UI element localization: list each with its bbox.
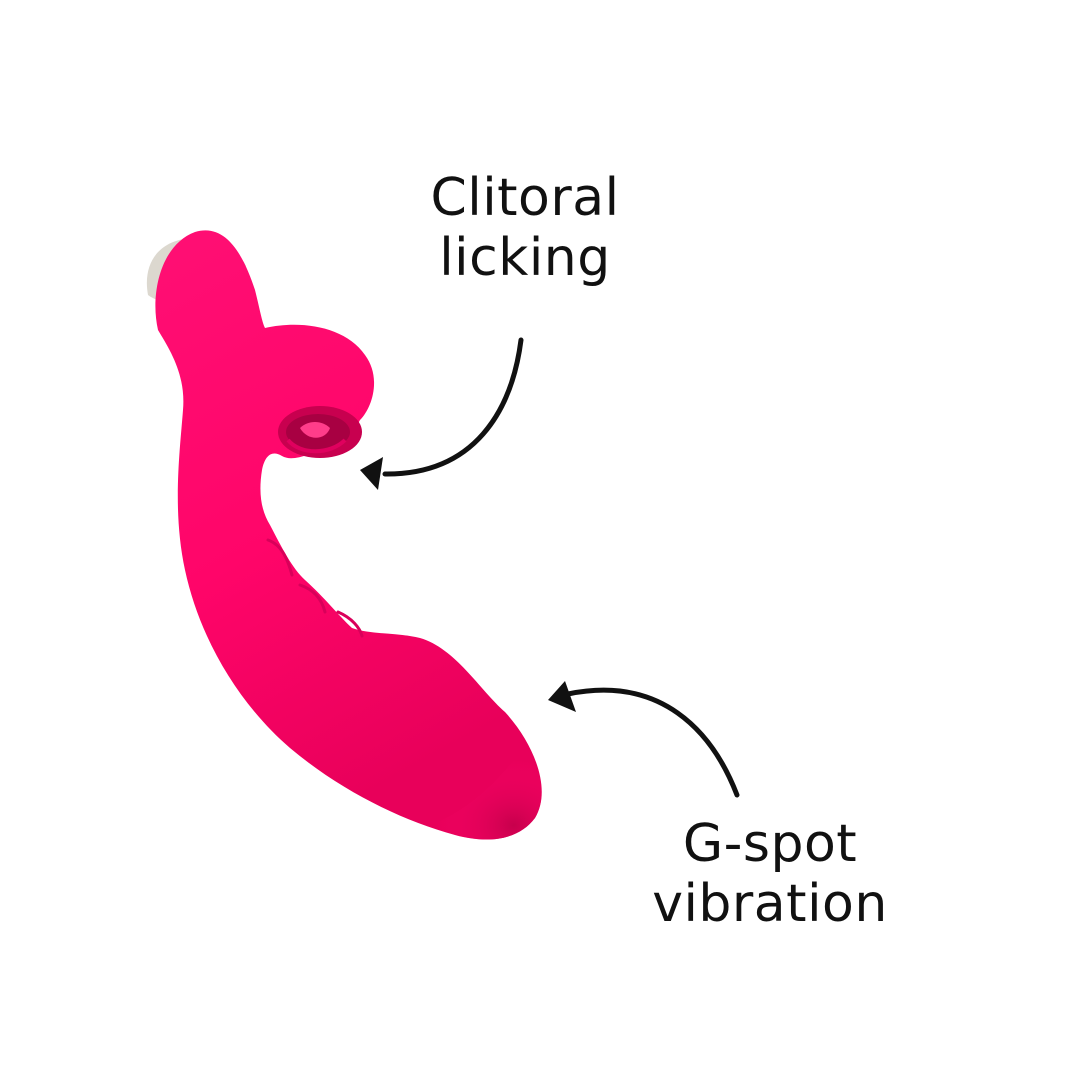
callout-line: licking	[439, 228, 611, 288]
callout-clitoral-licking: Clitoral licking	[380, 168, 670, 288]
callout-line: Clitoral	[430, 168, 620, 228]
toy-body	[155, 230, 542, 840]
callout-line: vibration	[652, 874, 888, 934]
callout-gspot-vibration: G-spot vibration	[600, 814, 940, 934]
licking-head-opening	[278, 406, 362, 458]
arrow-to-gspot-tip	[548, 681, 740, 798]
ridge-detail	[266, 538, 364, 638]
arrow-to-licking-head	[360, 337, 524, 490]
callout-line: G-spot	[682, 814, 858, 874]
